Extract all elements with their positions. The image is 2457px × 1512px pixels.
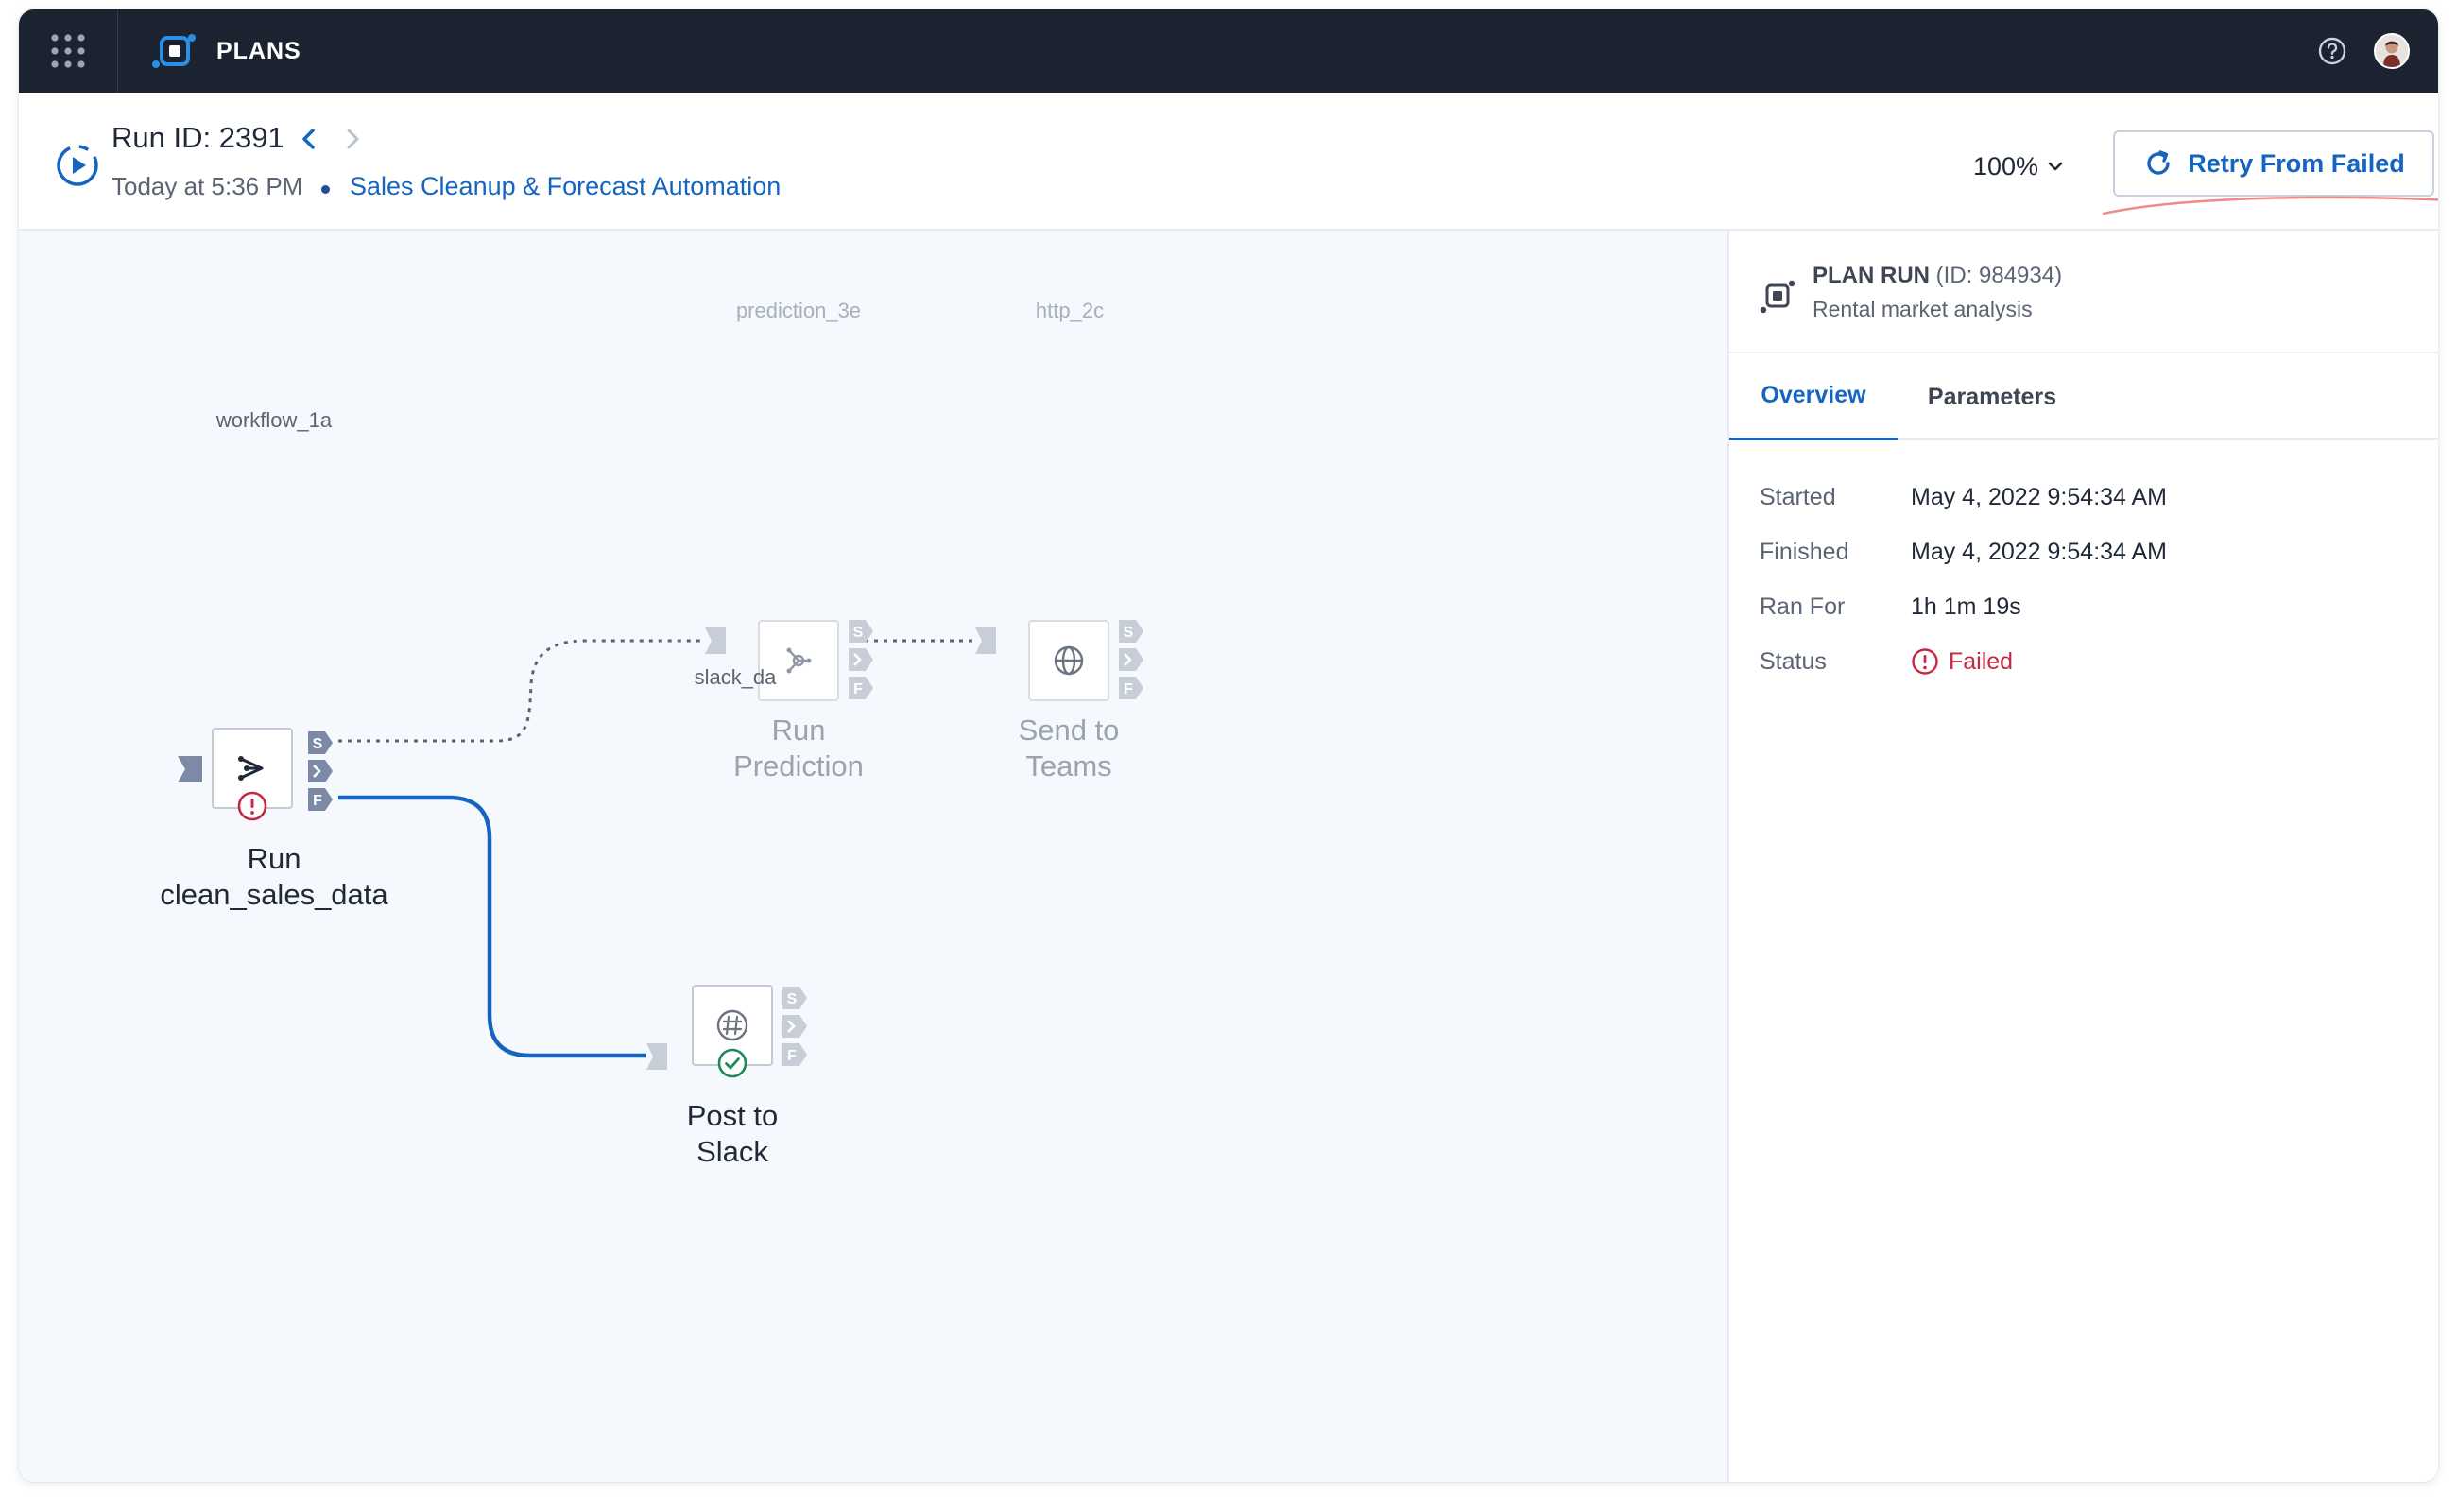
tab-overview[interactable]: Overview <box>1729 353 1898 440</box>
property-row: Ran For 1h 1m 19s <box>1760 588 2402 626</box>
node-input-port[interactable] <box>178 756 202 782</box>
refresh-icon <box>2147 150 2170 175</box>
node-title: Run Prediction <box>733 713 864 782</box>
svg-text:S: S <box>1124 625 1134 641</box>
retry-label: Retry From Failed <box>2188 148 2405 178</box>
node-title: Post to Slack <box>686 1099 779 1168</box>
user-avatar-icon <box>2376 35 2408 67</box>
highlight-underline <box>2102 196 2438 215</box>
retry-from-failed-button[interactable]: Retry From Failed <box>2113 130 2434 197</box>
port-failure[interactable]: F <box>308 786 335 813</box>
port-next[interactable] <box>1119 646 1145 673</box>
svg-text:F: F <box>787 1048 797 1064</box>
error-circle-icon <box>1912 648 1938 675</box>
workflow-connections <box>338 639 975 1058</box>
next-run-chevron-icon[interactable] <box>338 125 367 153</box>
port-next[interactable] <box>308 758 335 784</box>
node-title: Run clean_sales_data <box>160 842 388 911</box>
port-success[interactable]: S <box>849 618 875 644</box>
app-title: PLANS <box>216 37 301 64</box>
play-running-icon <box>57 145 98 186</box>
port-failure[interactable]: F <box>782 1041 809 1068</box>
port-success[interactable]: S <box>1119 618 1145 644</box>
status-value: Failed <box>1911 647 2013 676</box>
connection-workflow-to-slack <box>338 795 646 1058</box>
question-circle-icon <box>2318 37 2346 65</box>
property-row: Status Failed <box>1760 643 2402 680</box>
globe-icon <box>1054 645 1084 676</box>
svg-text:S: S <box>787 991 798 1007</box>
node-key: workflow_1a <box>215 408 333 432</box>
panel-title: PLAN RUN (ID: 984934) <box>1813 263 2063 288</box>
node-key: slack_da <box>694 665 777 689</box>
status-text: Failed <box>1949 647 2014 675</box>
panel-tabs: Overview Parameters <box>1729 353 2438 440</box>
workflow-branch-icon <box>238 756 264 781</box>
plan-run-icon <box>1760 280 1796 314</box>
previous-run-chevron-icon[interactable] <box>295 125 323 153</box>
success-check-icon <box>717 1048 747 1078</box>
grid-dots-icon <box>51 34 85 68</box>
panel-header: PLAN RUN (ID: 984934) Rental market anal… <box>1729 231 2438 353</box>
node-prediction-box[interactable] <box>758 620 839 701</box>
port-failure[interactable]: F <box>1119 675 1145 701</box>
property-label: Finished <box>1760 538 1849 565</box>
plan-name-link[interactable]: Sales Cleanup & Forecast Automation <box>350 172 782 200</box>
top-bar: PLANS <box>19 9 2438 93</box>
property-label: Started <box>1760 483 1836 510</box>
apps-menu-button[interactable] <box>19 9 118 93</box>
property-value: 1h 1m 19s <box>1911 593 2021 620</box>
svg-text:S: S <box>853 625 864 641</box>
workflow-canvas[interactable]: workflow_1a S F Run cle <box>19 231 1727 1482</box>
panel-subtitle: Rental market analysis <box>1813 297 2033 321</box>
separator-dot <box>321 185 330 194</box>
node-input-port[interactable] <box>705 627 726 654</box>
run-timestamp: Today at 5:36 PM <box>112 172 303 200</box>
connection-workflow-to-prediction <box>338 639 705 743</box>
port-next[interactable] <box>849 646 875 673</box>
port-success[interactable]: S <box>308 730 335 756</box>
property-value: May 4, 2022 9:54:34 AM <box>1911 483 2168 510</box>
prediction-model-icon <box>786 647 812 674</box>
port-next[interactable] <box>782 1013 809 1040</box>
app-window: PLANS <box>19 9 2438 1482</box>
plans-logo-icon <box>152 34 196 68</box>
port-success[interactable]: S <box>782 985 809 1011</box>
node-http-box[interactable] <box>1028 620 1109 701</box>
property-row: Finished May 4, 2022 9:54:34 AM <box>1760 533 2402 571</box>
run-title: Run ID: 2391 <box>112 121 284 154</box>
node-key: prediction_3e <box>735 299 862 322</box>
run-header: Run ID: 2391 Today at 5:36 PM Sales Clea… <box>19 93 2438 231</box>
svg-text:S: S <box>313 736 323 752</box>
svg-text:F: F <box>313 793 322 809</box>
property-label: Ran For <box>1760 593 1846 620</box>
slack-hash-icon <box>716 1009 748 1041</box>
tab-parameters[interactable]: Parameters <box>1927 383 2057 410</box>
property-label: Status <box>1760 647 1827 675</box>
node-title: Send to Teams <box>1018 713 1120 782</box>
help-button[interactable] <box>2315 34 2349 68</box>
node-input-port[interactable] <box>646 1043 667 1070</box>
node-key: http_2c <box>1035 299 1105 322</box>
details-panel: PLAN RUN (ID: 984934) Rental market anal… <box>1727 231 2438 1482</box>
brand[interactable]: PLANS <box>148 30 301 72</box>
property-value: May 4, 2022 9:54:34 AM <box>1911 538 2168 565</box>
svg-text:F: F <box>1124 681 1133 697</box>
node-input-port[interactable] <box>975 627 996 654</box>
port-failure[interactable]: F <box>849 675 875 701</box>
zoom-select[interactable]: 100% <box>1973 147 2065 185</box>
svg-text:F: F <box>853 681 863 697</box>
chevron-down-icon <box>2048 162 2063 171</box>
user-avatar[interactable] <box>2374 33 2410 69</box>
error-status-icon <box>237 791 267 821</box>
property-row: Started May 4, 2022 9:54:34 AM <box>1760 478 2402 516</box>
zoom-value: 100% <box>1973 151 2039 180</box>
